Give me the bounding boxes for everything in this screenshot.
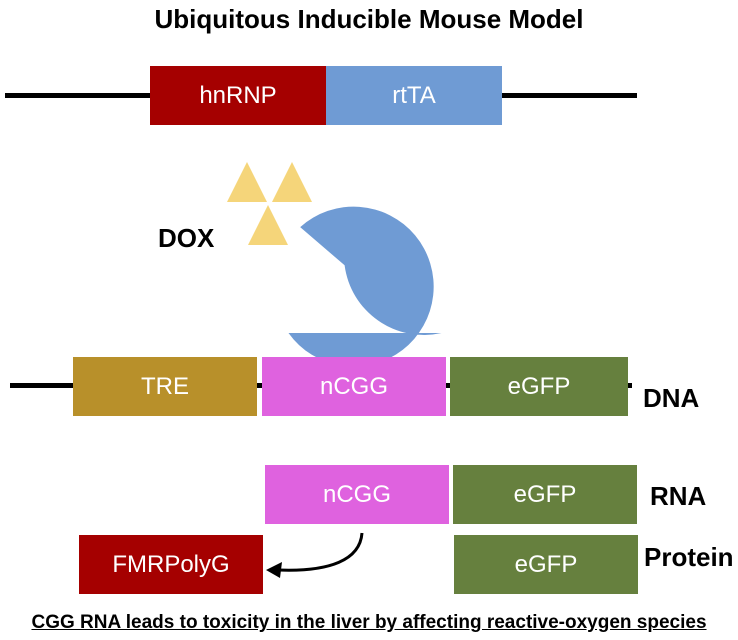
arrowhead-icon [266,562,282,578]
egfp-protein-box: eGFP [454,535,638,594]
dox-molecule-icon [227,162,267,202]
ncgg-dna-box: nCGG [262,357,446,416]
rtta-box: rtTA [326,66,502,125]
dox-molecule-icon [248,205,288,245]
dox-label: DOX [158,223,215,253]
protein-label: Protein [644,542,734,572]
dox-molecule-icon [272,162,312,202]
hnrnp-box: hnRNP [150,66,326,125]
ncgg-rna-box: nCGG [265,465,449,524]
egfp-dna-box: eGFP [450,357,628,416]
tre-box: TRE [73,357,257,416]
egfp-rna-box: eGFP [453,465,637,524]
rtta-protein-icon [288,206,442,367]
diagram-title: Ubiquitous Inducible Mouse Model [154,4,584,34]
caption: CGG RNA leads to toxicity in the liver b… [31,612,707,633]
fmrpolyg-box: FMRPolyG [79,535,263,594]
rna-label: RNA [650,481,707,511]
dna-label: DNA [643,383,700,413]
curved-arrow-icon [277,532,364,572]
